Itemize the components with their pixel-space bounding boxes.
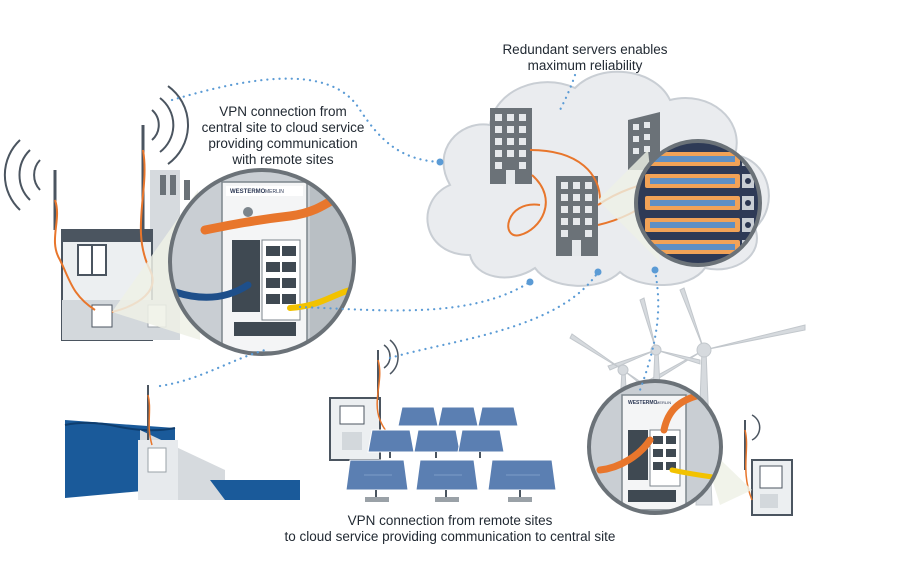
central-antenna-left [3,139,96,311]
vpn-links [158,73,660,392]
vpn-link-dam [158,348,267,388]
vpn-link-solar [388,270,600,360]
remote-device-brand: WESTERMO [628,400,658,406]
solar-site-cabinet [329,339,411,461]
caption-cloud: Redundant servers enables maximum reliab… [502,42,668,73]
caption-central-site: VPN connection from central site to clou… [201,104,365,167]
server-rack-zoom [634,139,762,267]
server-building-left [490,108,532,184]
vpn-link-central-cloud [170,77,442,164]
vpn-link-central-device-cloud [298,280,532,312]
remote-device-zoom [587,379,723,515]
central-device-brand: WESTERMO [230,189,266,195]
wind-site-cabinet [744,414,793,516]
server-building-right [628,112,660,170]
central-device-zoom [168,168,356,356]
solar-panels [345,406,557,502]
remote-device-model: MERLIN [656,400,671,405]
vpn-link-wind [638,268,660,392]
central-device-model: MERLIN [265,189,284,195]
dam-site [64,385,300,500]
caption-remote-sites: VPN connection from remote sites to clou… [284,513,616,544]
vpn-link-endpoints [436,158,659,286]
server-building-center [556,176,598,256]
